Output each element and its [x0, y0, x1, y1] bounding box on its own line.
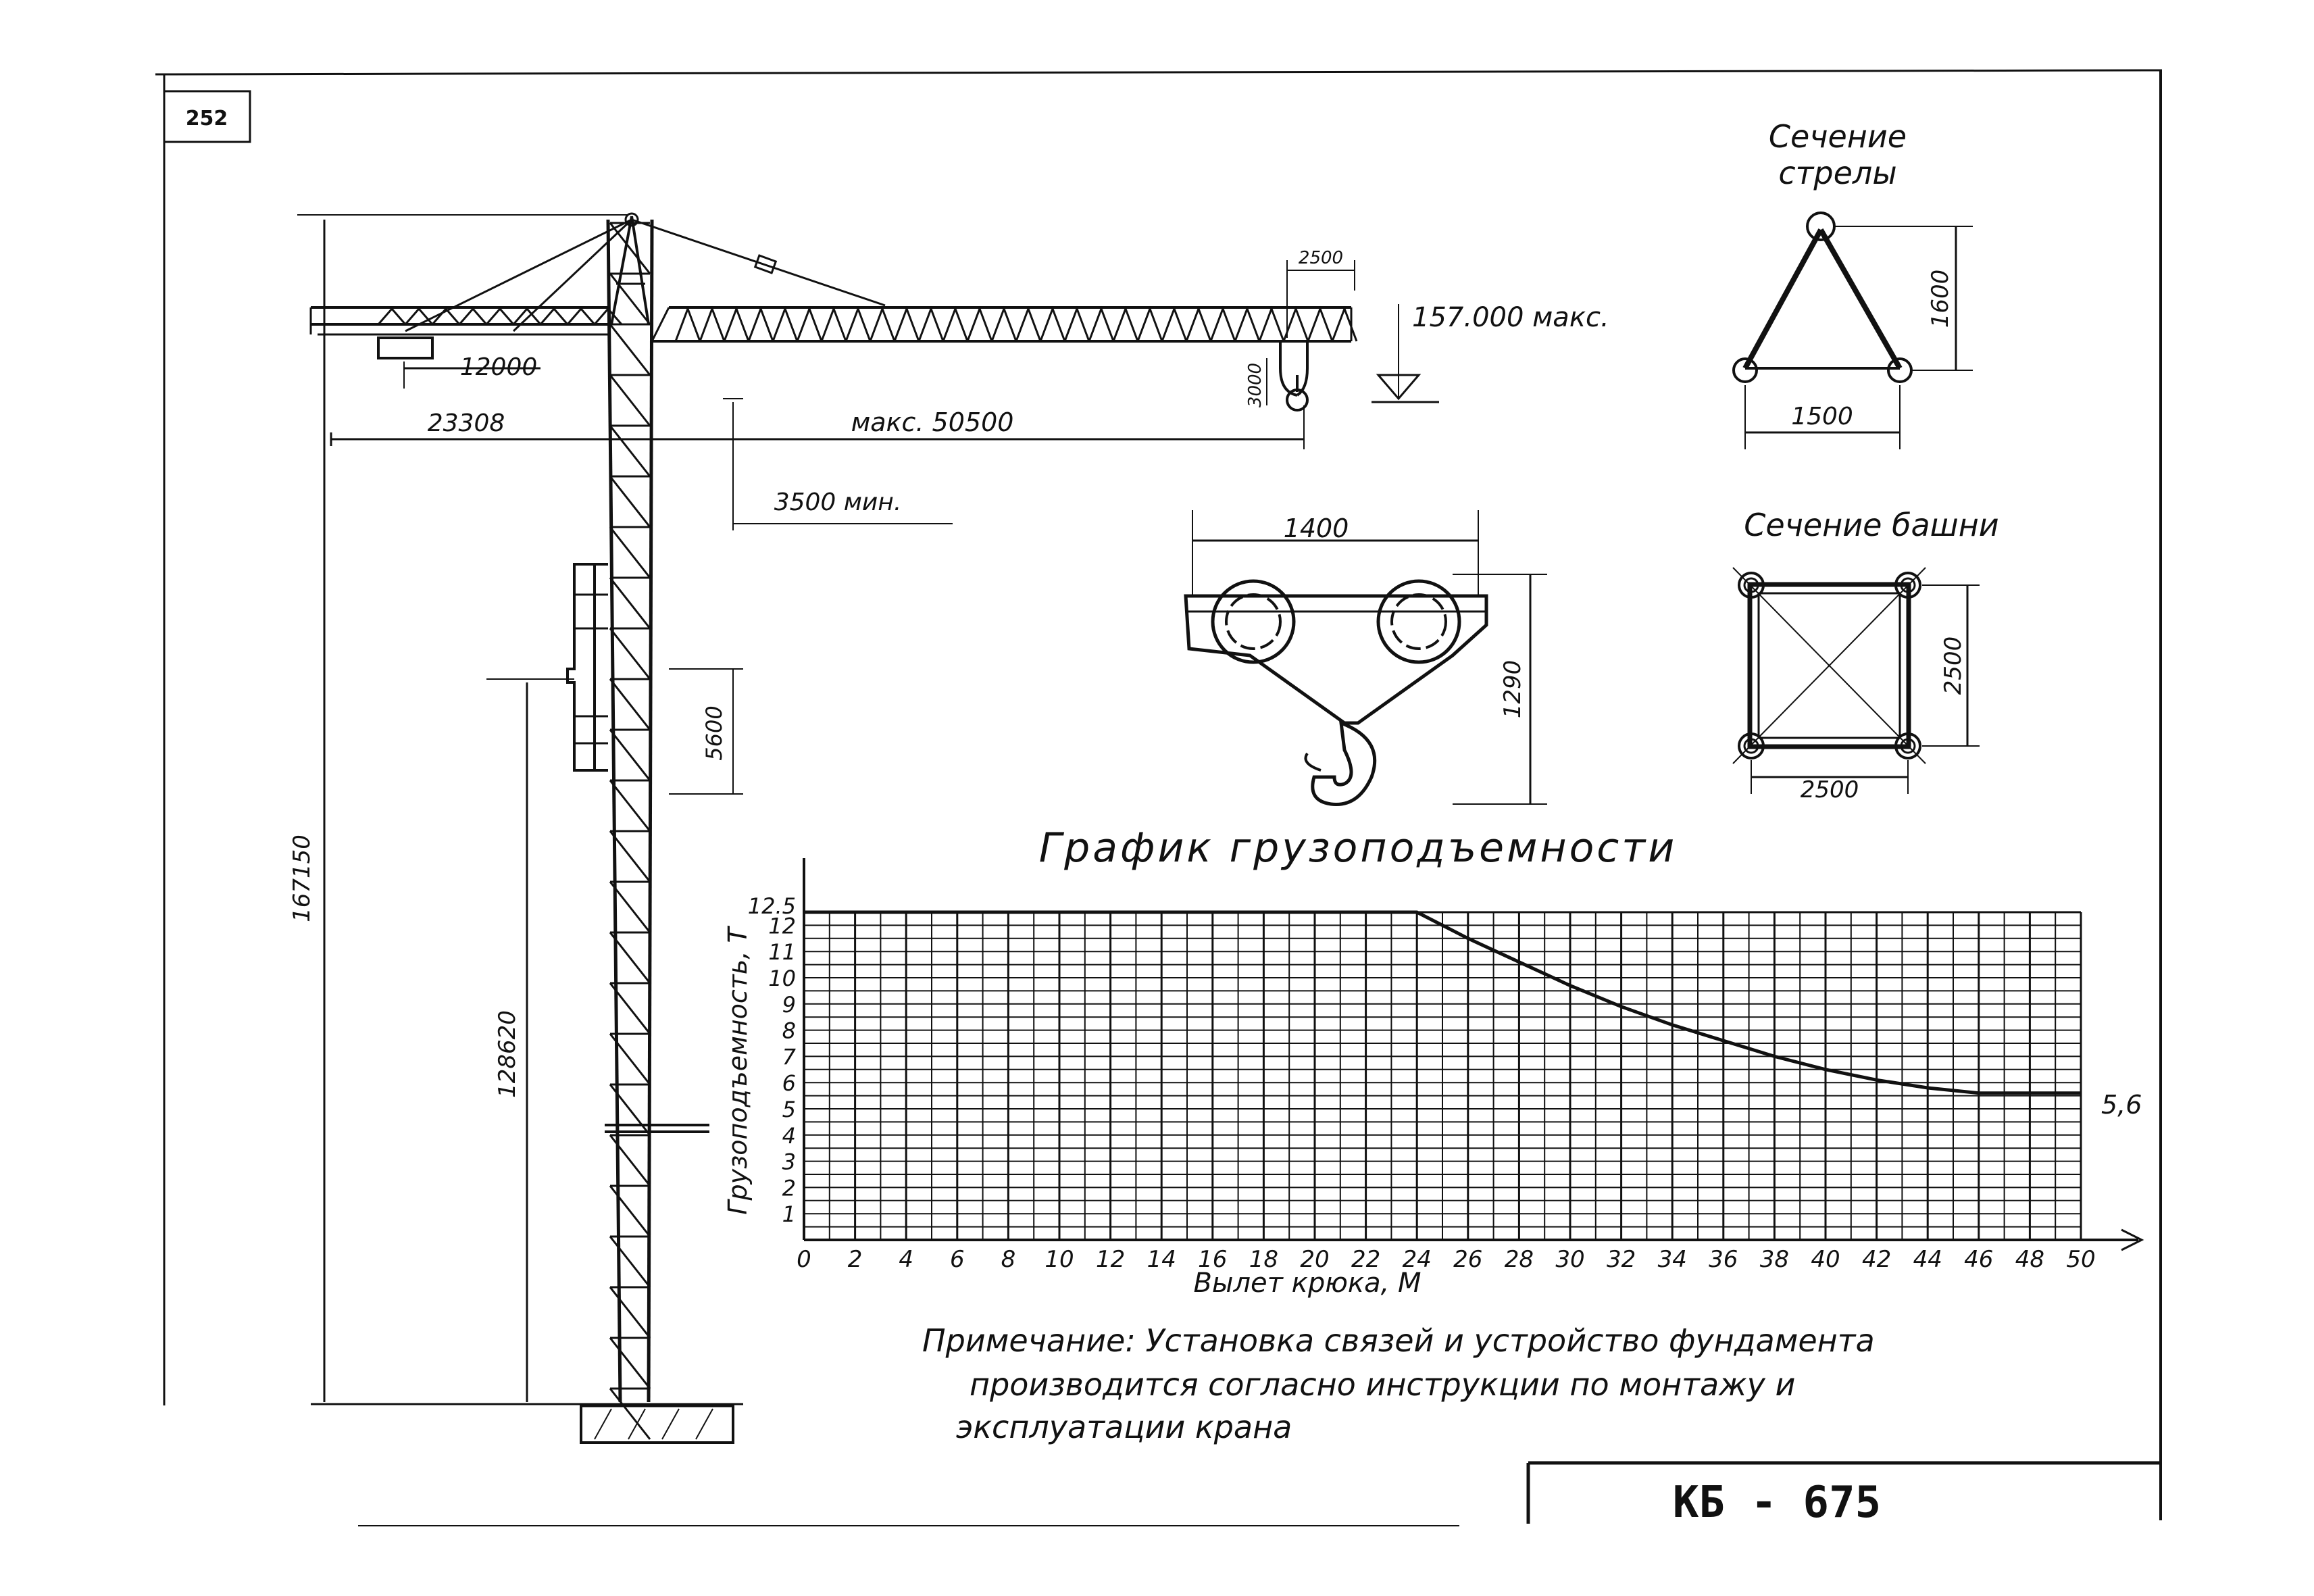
x-tick-label: 32 — [1607, 1246, 1636, 1273]
y-tick-label: 11 — [768, 939, 796, 965]
crane-tower — [606, 219, 654, 1440]
x-tick-label: 38 — [1760, 1246, 1789, 1273]
y-tick-label: 7 — [782, 1044, 797, 1070]
tower-section: Сечение башни 2500 2500 — [1732, 507, 1999, 803]
tower-section-title: Сечение башни — [1744, 507, 1998, 543]
jib-section-title-2: стрелы — [1778, 155, 1896, 191]
note-line-3: эксплуатации крана — [956, 1409, 1292, 1445]
jib-section: Сечение стрелы 1500 1600 — [1732, 118, 1973, 449]
page-number: 252 — [186, 107, 228, 130]
x-tick-label: 42 — [1862, 1246, 1891, 1273]
y-tick-label: 3 — [782, 1149, 796, 1175]
chart-grid — [803, 911, 2082, 1241]
model-title: КБ - 675 — [1673, 1478, 1881, 1528]
dim-counterweight: 12000 — [460, 353, 538, 381]
x-tick-label: 44 — [1913, 1246, 1942, 1273]
dim-hook-drop: 3000 — [1245, 363, 1265, 407]
x-tick-label: 28 — [1505, 1246, 1534, 1273]
dim-hook-min: 3500 мин. — [774, 489, 902, 516]
note-line-2: производится согласно инструкции по монт… — [970, 1366, 1795, 1403]
dim-elevation: 157.000 макс. — [1412, 302, 1609, 333]
crane-elevation — [297, 212, 1439, 1444]
hook-block-height: 1290 — [1499, 660, 1526, 719]
dim-counter-jib: 23308 — [428, 409, 505, 437]
x-tick-label: 22 — [1351, 1246, 1380, 1273]
crane-dimensions — [297, 214, 1439, 1405]
jib-section-width: 1500 — [1791, 403, 1853, 430]
x-tick-label: 18 — [1249, 1246, 1278, 1273]
x-tick-label: 0 — [797, 1246, 811, 1273]
y-tick-label: 2 — [782, 1175, 796, 1201]
y-tick-label: 12 — [768, 913, 796, 939]
dim-cabin: 5600 — [701, 705, 727, 760]
dim-trolley: 2500 — [1299, 248, 1343, 268]
jib-section-height: 1600 — [1927, 270, 1954, 328]
chart-axes — [803, 858, 2144, 1251]
x-tick-label: 4 — [899, 1246, 913, 1273]
x-tick-label: 48 — [2015, 1246, 2044, 1273]
y-tick-label: 5 — [782, 1097, 796, 1122]
x-tick-label: 30 — [1555, 1246, 1584, 1273]
y-tick-label: 8 — [782, 1018, 796, 1044]
dim-total-height: 167150 — [288, 834, 316, 922]
x-tick-label: 46 — [1964, 1246, 1993, 1273]
crane-dimension-labels: 167150 128620 23308 12000 макс. 50500 35… — [288, 248, 1609, 1098]
y-tick-label: 1 — [782, 1201, 796, 1227]
x-tick-label: 12 — [1096, 1246, 1125, 1273]
x-tick-label: 8 — [1001, 1246, 1016, 1273]
tower-section-height: 2500 — [1940, 637, 1967, 695]
jib-section-title-1: Сечение — [1769, 118, 1907, 155]
x-tick-label: 34 — [1658, 1246, 1687, 1273]
y-tick-label: 9 — [782, 992, 796, 1018]
dim-jib-max: макс. 50500 — [851, 407, 1014, 437]
x-tick-label: 16 — [1198, 1246, 1227, 1273]
note-line-1: Примечание: Установка связей и устройств… — [922, 1322, 1875, 1359]
chart-title: График грузоподъемности — [1039, 824, 1677, 872]
x-tick-label: 40 — [1811, 1246, 1840, 1273]
x-tick-label: 6 — [950, 1246, 965, 1273]
y-tick-label: 4 — [782, 1123, 796, 1149]
counter-jib — [309, 306, 623, 359]
x-tick-label: 10 — [1045, 1246, 1074, 1273]
counterweight — [377, 336, 434, 359]
tower-section-width: 2500 — [1801, 776, 1859, 803]
hook-block: 1400 1290 — [1184, 510, 1547, 806]
x-tick-label: 24 — [1403, 1246, 1432, 1273]
operator-cab — [566, 563, 608, 772]
crane-tower-head — [610, 212, 650, 325]
x-tick-label: 50 — [2066, 1246, 2095, 1273]
notes: Примечание: Установка связей и устройств… — [922, 1322, 1875, 1445]
tower-joint — [605, 1124, 709, 1133]
sheet-frame: 252 КБ - 675 — [155, 69, 2163, 1528]
chart-ylabel: Грузоподъемность, Т — [723, 926, 753, 1215]
jib-hook — [1279, 341, 1309, 412]
foundation — [580, 1403, 734, 1444]
curve-end-label: 5,6 — [2101, 1090, 2142, 1120]
y-tick-label: 12.5 — [748, 893, 796, 919]
y-tick-label: 6 — [782, 1070, 796, 1096]
x-tick-label: 20 — [1300, 1246, 1329, 1273]
x-tick-label: 14 — [1147, 1246, 1176, 1273]
page-number-box — [163, 90, 251, 143]
y-tick-label: 10 — [768, 966, 796, 991]
chart-xlabel: Вылет крюка, М — [1193, 1268, 1421, 1299]
x-tick-label: 26 — [1453, 1246, 1482, 1273]
x-tick-label: 36 — [1709, 1246, 1738, 1273]
dim-tower-height: 128620 — [494, 1010, 521, 1098]
capacity-curve — [804, 910, 2081, 1095]
x-tick-label: 2 — [848, 1246, 863, 1273]
hook-block-width: 1400 — [1284, 514, 1349, 543]
main-jib — [651, 305, 1358, 343]
